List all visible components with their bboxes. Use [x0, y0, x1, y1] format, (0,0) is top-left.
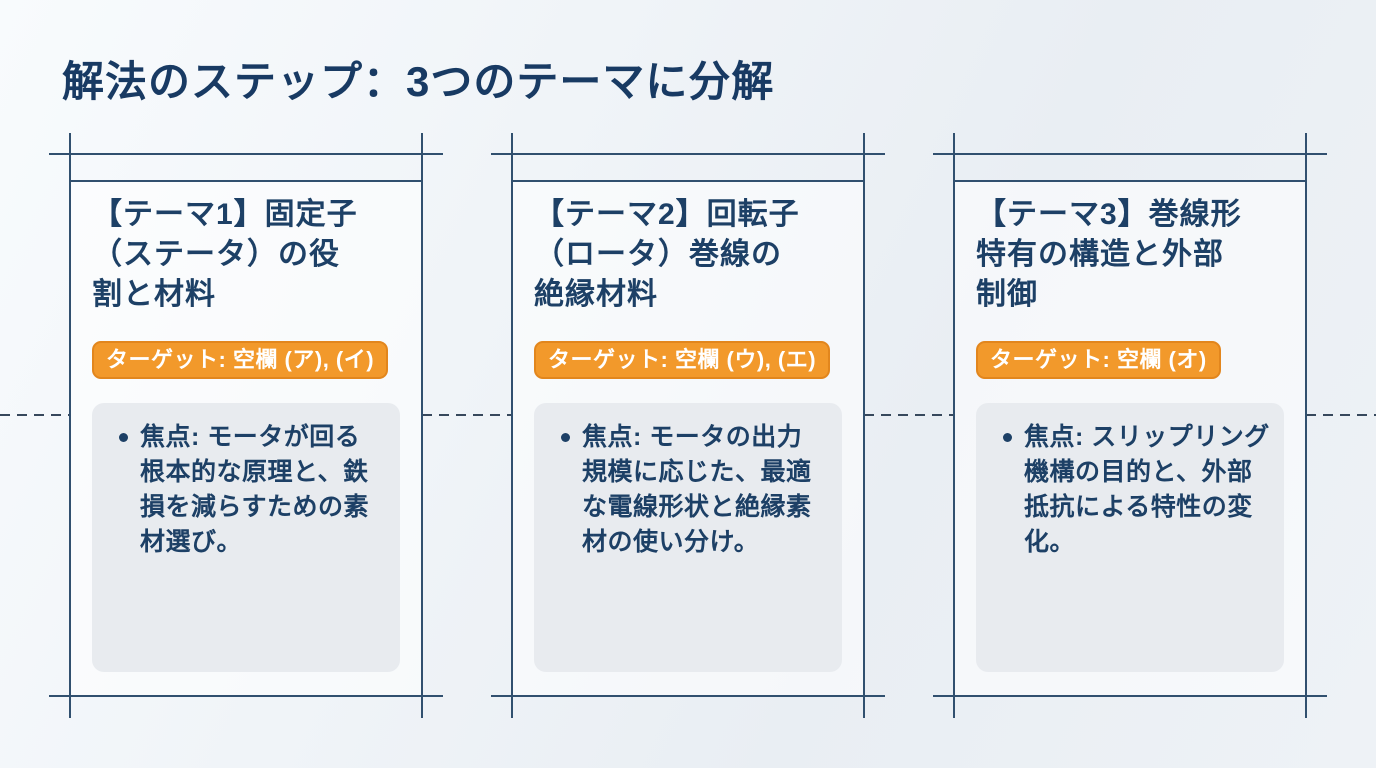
card-frame-line	[863, 133, 865, 718]
card-frame-line	[511, 133, 513, 718]
theme-card-2: 【テーマ2】回転子 （ロータ）巻線の 絶縁材料 ターゲット: 空欄 (ウ), (…	[491, 133, 885, 718]
card-frame-line	[49, 695, 443, 697]
focus-panel: 焦点: モータが回る 根本的な原理と、鉄 損を減らすための素 材選び。	[92, 403, 400, 672]
bullet-dot-icon	[1003, 433, 1012, 442]
card-frame-line	[421, 133, 423, 718]
focus-text: 焦点: モータが回る 根本的な原理と、鉄 損を減らすための素 材選び。	[140, 423, 370, 556]
focus-text: 焦点: モータの出力 規模に応じた、最適 な電線形状と絶縁素 材の使い分け。	[582, 423, 812, 556]
card-frame-line	[512, 180, 864, 182]
card-frame-line	[954, 180, 1306, 182]
bullet-dot-icon	[561, 433, 570, 442]
dashed-connector-line	[422, 414, 512, 416]
card-frame-line	[49, 153, 443, 155]
card-frame-line	[1305, 133, 1307, 718]
card-frame-line	[953, 133, 955, 718]
target-badge: ターゲット: 空欄 (ア), (イ)	[92, 341, 389, 379]
dashed-connector-line	[1306, 414, 1376, 416]
card-frame-line	[491, 153, 885, 155]
theme-card-1: 【テーマ1】固定子 （ステータ）の役 割と材料 ターゲット: 空欄 (ア), (…	[49, 133, 443, 718]
focus-panel: 焦点: スリップリング 機構の目的と、外部 抵抗による特性の変 化。	[976, 403, 1284, 672]
card-frame-line	[933, 695, 1327, 697]
card-heading: 【テーマ2】回転子 （ロータ）巻線の 絶縁材料	[534, 198, 800, 311]
card-frame-line	[70, 180, 422, 182]
focus-panel: 焦点: モータの出力 規模に応じた、最適 な電線形状と絶縁素 材の使い分け。	[534, 403, 842, 672]
card-heading: 【テーマ1】固定子 （ステータ）の役 割と材料	[92, 198, 358, 311]
target-badge: ターゲット: 空欄 (ウ), (エ)	[534, 341, 831, 379]
card-frame-line	[933, 153, 1327, 155]
page-title: 解法のステップ：3つのテーマに分解	[62, 58, 775, 105]
dashed-connector-line	[0, 414, 70, 416]
theme-card-3: 【テーマ3】巻線形 特有の構造と外部 制御 ターゲット: 空欄 (オ) 焦点: …	[933, 133, 1327, 718]
card-frame-line	[491, 695, 885, 697]
bullet-dot-icon	[119, 433, 128, 442]
focus-text: 焦点: スリップリング 機構の目的と、外部 抵抗による特性の変 化。	[1024, 423, 1270, 556]
target-badge: ターゲット: 空欄 (オ)	[976, 341, 1221, 379]
dashed-connector-line	[864, 414, 954, 416]
card-frame-line	[69, 133, 71, 718]
card-heading: 【テーマ3】巻線形 特有の構造と外部 制御	[976, 198, 1242, 311]
